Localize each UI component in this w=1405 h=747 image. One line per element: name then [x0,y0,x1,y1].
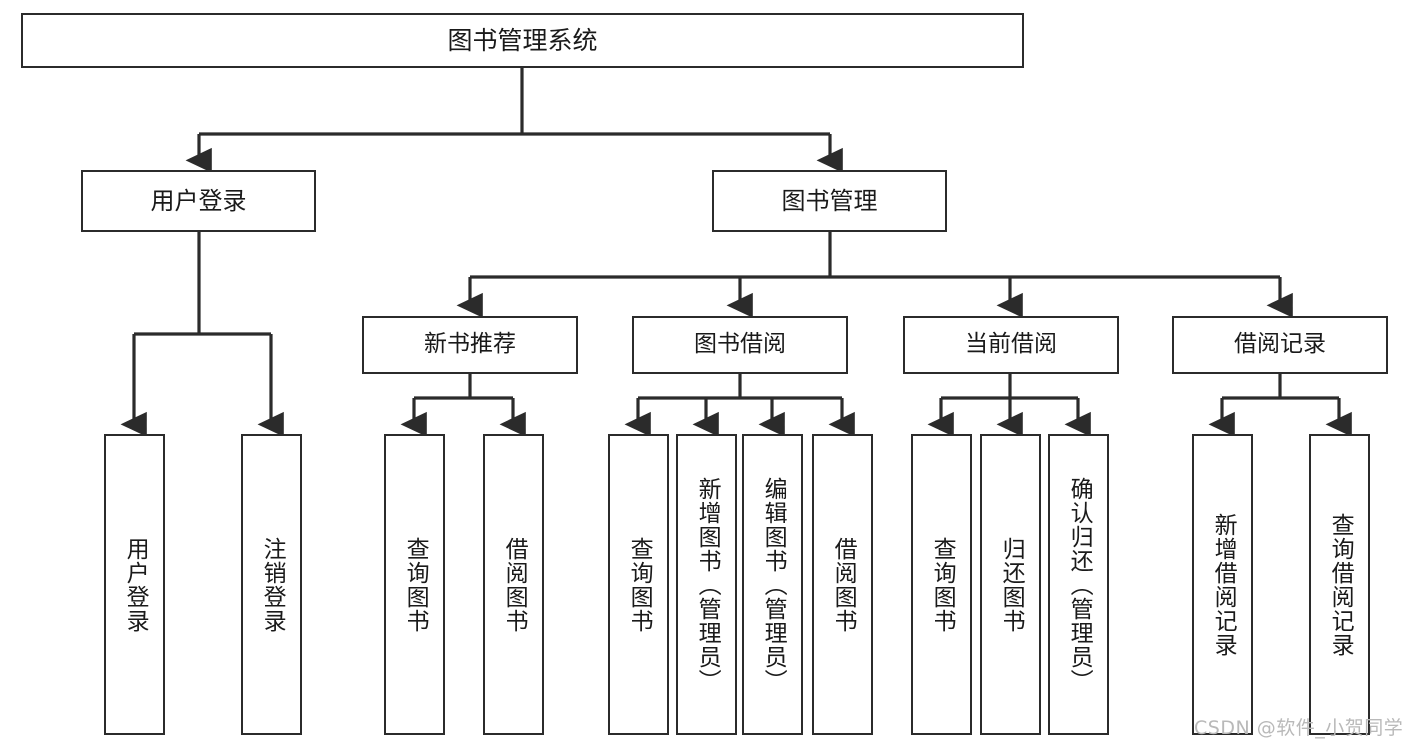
node-leaf-query-book-3[interactable]: 查询图书 [911,434,972,735]
node-root[interactable]: 图书管理系统 [21,13,1024,68]
node-leaf-add-book-label: 新增图书（管理员） [694,476,721,693]
node-leaf-edit-book[interactable]: 编辑图书（管理员） [742,434,803,735]
node-leaf-return-book[interactable]: 归还图书 [980,434,1041,735]
node-leaf-confirm-return[interactable]: 确认归还（管理员） [1048,434,1109,735]
node-user-login-label: 用户登录 [150,186,247,215]
node-leaf-borrow-book-2-label: 借阅图书 [830,536,857,633]
node-book-borrow-label: 图书借阅 [694,331,786,358]
node-book-borrow[interactable]: 图书借阅 [632,316,848,374]
node-leaf-user-login[interactable]: 用户登录 [104,434,165,735]
node-leaf-confirm-return-label: 确认归还（管理员） [1066,476,1093,693]
node-leaf-logout-login-label: 注销登录 [259,536,286,633]
node-leaf-return-book-label: 归还图书 [998,536,1025,633]
node-leaf-add-book[interactable]: 新增图书（管理员） [676,434,737,735]
node-leaf-borrow-book-1[interactable]: 借阅图书 [483,434,544,735]
node-leaf-query-book-2[interactable]: 查询图书 [608,434,669,735]
node-current-borrow[interactable]: 当前借阅 [903,316,1119,374]
node-leaf-user-login-label: 用户登录 [122,536,149,633]
node-book-management-label: 图书管理 [781,186,878,215]
node-book-management[interactable]: 图书管理 [712,170,947,232]
node-leaf-query-book-3-label: 查询图书 [929,536,956,633]
node-leaf-edit-book-label: 编辑图书（管理员） [760,476,787,693]
node-current-borrow-label: 当前借阅 [965,331,1057,358]
node-leaf-add-record-label: 新增借阅记录 [1210,512,1237,657]
node-borrow-record-label: 借阅记录 [1234,331,1326,358]
node-new-book-recommend[interactable]: 新书推荐 [362,316,578,374]
node-new-book-recommend-label: 新书推荐 [424,331,516,358]
node-leaf-query-book-2-label: 查询图书 [626,536,653,633]
watermark: CSDN @软件_小贺同学 [1194,717,1404,739]
node-leaf-borrow-book-2[interactable]: 借阅图书 [812,434,873,735]
node-leaf-query-book-1[interactable]: 查询图书 [384,434,445,735]
node-leaf-query-record-label: 查询借阅记录 [1327,512,1354,657]
node-leaf-borrow-book-1-label: 借阅图书 [501,536,528,633]
node-leaf-query-book-1-label: 查询图书 [402,536,429,633]
node-leaf-query-record[interactable]: 查询借阅记录 [1309,434,1370,735]
node-borrow-record[interactable]: 借阅记录 [1172,316,1388,374]
node-leaf-logout-login[interactable]: 注销登录 [241,434,302,735]
node-root-label: 图书管理系统 [447,25,598,55]
node-user-login[interactable]: 用户登录 [81,170,316,232]
node-leaf-add-record[interactable]: 新增借阅记录 [1192,434,1253,735]
